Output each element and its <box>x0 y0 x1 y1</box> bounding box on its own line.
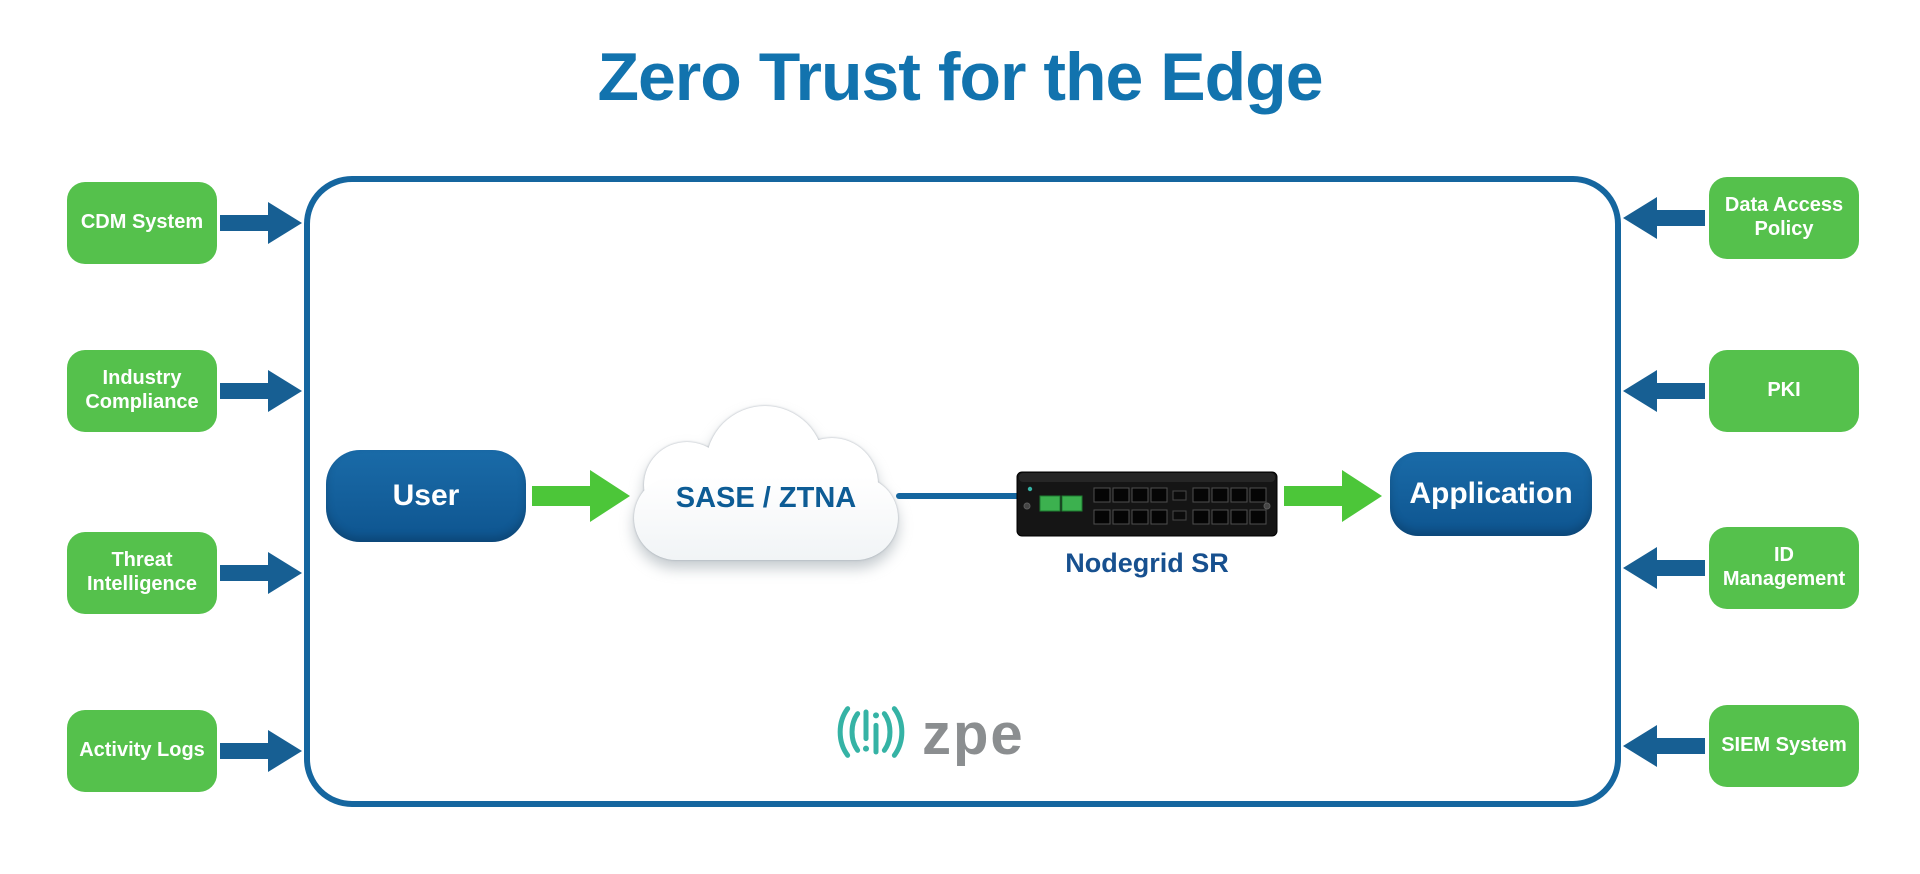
zpe-logo-text: zpe <box>922 702 1025 767</box>
user-node-label: User <box>392 479 460 512</box>
cloud-device-connector <box>896 493 1022 499</box>
input-label: Data Access Policy <box>1724 194 1844 240</box>
blue-arrow-left-icon <box>1623 197 1705 239</box>
green-arrow-right-icon <box>532 470 630 522</box>
zpe-logo-icon <box>837 706 905 758</box>
blue-arrow-left-icon <box>1623 725 1705 767</box>
input-box-activity-logs: Activity Logs <box>67 710 217 792</box>
device-caption: Nodegrid SR <box>1065 548 1229 578</box>
cloud-label: SASE / ZTNA <box>675 482 857 514</box>
input-label: Industry Compliance <box>85 367 199 413</box>
blue-arrow-right-icon <box>220 370 302 412</box>
blue-arrow-left-icon <box>1623 370 1705 412</box>
input-box-id-management: ID Management <box>1709 527 1859 609</box>
nodegrid-sr-device <box>1016 471 1278 537</box>
input-box-cdm-system: CDM System <box>67 182 217 264</box>
sase-ztna-cloud: SASE / ZTNA <box>622 398 910 568</box>
blue-arrow-right-icon <box>220 552 302 594</box>
input-box-siem-system: SIEM System <box>1709 705 1859 787</box>
zpe-logo: zpe <box>836 690 1025 774</box>
application-node-label: Application <box>1409 477 1573 510</box>
input-box-industry-compliance: Industry Compliance <box>67 350 217 432</box>
input-box-data-access-policy: Data Access Policy <box>1709 177 1859 259</box>
input-box-pki: PKI <box>1709 350 1859 432</box>
input-label: PKI <box>1767 379 1801 402</box>
input-label: Threat Intelligence <box>86 549 198 595</box>
green-arrow-right-icon <box>1284 470 1382 522</box>
cloud-base <box>634 476 898 560</box>
input-box-threat-intelligence: Threat Intelligence <box>67 532 217 614</box>
input-label: SIEM System <box>1721 734 1847 757</box>
diagram-title: Zero Trust for the Edge <box>597 39 1323 115</box>
application-node: Application <box>1390 452 1592 536</box>
blue-arrow-right-icon <box>220 202 302 244</box>
blue-arrow-right-icon <box>220 730 302 772</box>
input-label: CDM System <box>80 211 204 234</box>
input-label: Activity Logs <box>79 739 205 762</box>
blue-arrow-left-icon <box>1623 547 1705 589</box>
user-node: User <box>326 450 526 542</box>
input-label: ID Management <box>1722 544 1846 590</box>
